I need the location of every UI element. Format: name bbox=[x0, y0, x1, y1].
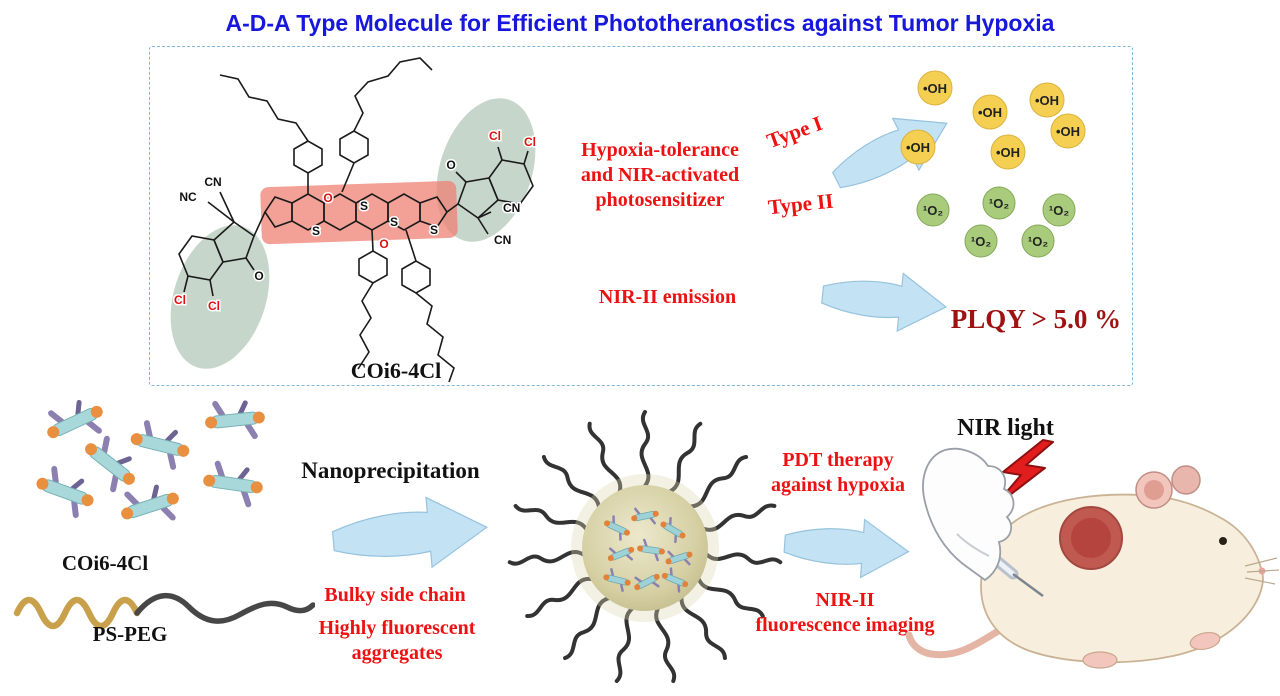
pdt-therapy-label: PDT therapy against hypoxia bbox=[771, 449, 905, 496]
oh-label: •OH bbox=[996, 145, 1020, 160]
ps-peg-polymer bbox=[13, 592, 315, 630]
nir-imaging-label: NIR-II fluorescence imaging bbox=[755, 589, 935, 636]
mouse-inner-ear bbox=[1144, 480, 1164, 500]
sulfur-label: S bbox=[360, 199, 368, 213]
oh-label: •OH bbox=[1035, 93, 1059, 108]
chlorine-label: Cl bbox=[208, 299, 220, 313]
carbonyl-oxygen-label: O bbox=[254, 269, 263, 283]
carbonyl-oxygen-label: O bbox=[446, 158, 455, 172]
singlet-oxygen-label: ¹O₂ bbox=[1028, 234, 1048, 249]
ps-peg-label: PS-PEG bbox=[92, 622, 168, 646]
oh-label: •OH bbox=[978, 105, 1002, 120]
coi6-4cl-structure: O O S S S S O O Cl Cl Cl Cl CN CN NC CN … bbox=[170, 57, 538, 382]
nir-light-label: NIR light bbox=[957, 415, 1054, 441]
nir-emission-label: NIR-II emission bbox=[598, 286, 737, 308]
core-oxygen-label: O bbox=[323, 191, 332, 205]
coi6-4cl-label: COi6-4Cl bbox=[61, 551, 149, 575]
molecule-panel-border bbox=[149, 46, 1133, 386]
tumor-center bbox=[1071, 518, 1111, 558]
sulfur-label: S bbox=[430, 223, 438, 237]
mouse-front-foot bbox=[1189, 631, 1221, 651]
syringe-needle bbox=[1012, 572, 1044, 598]
mouse-body bbox=[980, 493, 1264, 664]
singlet-oxygen-species: ¹O₂ ¹O₂ ¹O₂ ¹O₂ ¹O₂ bbox=[916, 186, 1076, 258]
nanoprecipitation-arrow-icon bbox=[331, 496, 488, 569]
singlet-oxygen-label: ¹O₂ bbox=[923, 203, 943, 218]
singlet-oxygen-label: ¹O₂ bbox=[1049, 203, 1069, 218]
core-oxygen-label: O bbox=[379, 237, 388, 251]
page-title: A-D-A Type Molecule for Efficient Photot… bbox=[225, 10, 1055, 36]
ps-block bbox=[134, 592, 315, 624]
chlorine-label: Cl bbox=[524, 135, 536, 149]
singlet-oxygen-label: ¹O₂ bbox=[989, 196, 1009, 211]
nanoparticle-illustration bbox=[507, 410, 783, 684]
chlorine-label: Cl bbox=[174, 293, 186, 307]
hydroxyl-radicals: •OH •OH •OH •OH •OH •OH bbox=[900, 70, 1086, 170]
mouse-ear-far bbox=[1171, 465, 1201, 495]
coi6-4cl-molecules bbox=[15, 390, 285, 550]
oh-label: •OH bbox=[1056, 124, 1080, 139]
nitrile-label: CN bbox=[494, 233, 511, 247]
sulfur-label: S bbox=[390, 215, 398, 229]
nitrile-label: NC bbox=[179, 190, 197, 204]
mouse-eye bbox=[1219, 537, 1227, 545]
nanoprecipitation-label: Nanoprecipitation bbox=[301, 458, 480, 483]
ros-species: •OH •OH •OH •OH •OH •OH ¹O₂ ¹O₂ ¹O₂ ¹O₂ … bbox=[900, 70, 1086, 258]
singlet-oxygen-label: ¹O₂ bbox=[971, 234, 991, 249]
mouse-whiskers bbox=[1244, 557, 1280, 585]
oh-label: •OH bbox=[906, 140, 930, 155]
chlorine-label: Cl bbox=[489, 129, 501, 143]
gloved-hand bbox=[922, 447, 1015, 582]
peg-block bbox=[13, 596, 141, 630]
fluorescent-aggregates-label: Highly fluorescent aggregates bbox=[318, 617, 476, 664]
nitrile-label: CN bbox=[204, 175, 221, 189]
oh-label: •OH bbox=[923, 81, 947, 96]
mouse-tail bbox=[905, 626, 1004, 659]
emission-arrow-icon bbox=[821, 272, 948, 333]
mouse-hind-foot bbox=[1082, 651, 1118, 669]
mouse-illustration bbox=[905, 465, 1280, 669]
molecule-skeleton bbox=[178, 57, 534, 382]
molecule-name: COi6-4Cl bbox=[351, 358, 441, 382]
sulfur-label: S bbox=[312, 224, 320, 238]
application-arrow-icon bbox=[783, 518, 910, 579]
nitrile-label: CN bbox=[503, 201, 520, 215]
hand-syringe-illustration bbox=[922, 447, 1044, 598]
photosensitizer-text: Hypoxia-tolerance and NIR-activated phot… bbox=[580, 139, 740, 211]
plqy-value: PLQY > 5.0 % bbox=[950, 304, 1122, 334]
in-vivo-illustration bbox=[905, 439, 1280, 669]
bulky-side-chain-label: Bulky side chain bbox=[324, 584, 466, 606]
acceptor-highlight-left bbox=[170, 225, 270, 369]
